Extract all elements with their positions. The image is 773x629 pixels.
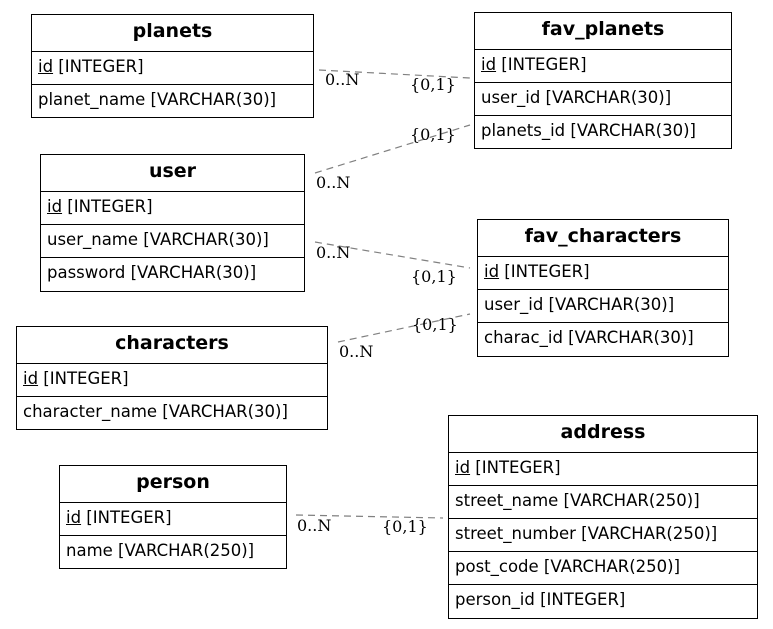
attribute-row: id [INTEGER] xyxy=(32,52,313,85)
attribute-type: [INTEGER] xyxy=(38,369,129,388)
entity-fav-characters[interactable]: fav_characters id [INTEGER] user_id [VAR… xyxy=(477,219,729,357)
attribute-row: name [VARCHAR(250)] xyxy=(66,541,255,560)
cardinality-fav-characters-one-2: {0,1} xyxy=(412,315,458,334)
cardinality-user-characters-many: 0..N xyxy=(316,243,350,262)
primary-key: id xyxy=(481,55,497,74)
primary-key: id xyxy=(66,508,82,527)
entity-planets[interactable]: planets id [INTEGER] planet_name [VARCHA… xyxy=(31,14,314,118)
entity-title: characters xyxy=(17,327,327,364)
cardinality-address-one: {0,1} xyxy=(382,517,428,536)
attribute-type: [INTEGER] xyxy=(53,57,144,76)
entity-title: person xyxy=(60,466,286,503)
edge-person-address: 0..N {0,1} xyxy=(295,514,444,536)
attribute-row: id [INTEGER] xyxy=(41,192,304,225)
attribute-row: user_id [VARCHAR(30)] xyxy=(478,290,728,323)
edge-user-fav-characters: 0..N {0,1} xyxy=(314,241,471,286)
attribute-row: user_id [VARCHAR(30)] xyxy=(475,83,731,116)
entity-title: address xyxy=(449,416,757,453)
attribute-row: id [INTEGER] xyxy=(478,257,728,290)
cardinality-planets-many: 0..N xyxy=(325,70,359,89)
attribute-row: post_code [VARCHAR(250)] xyxy=(449,552,757,585)
attribute-row: id [INTEGER] xyxy=(475,50,731,83)
cardinality-person-many: 0..N xyxy=(297,516,331,535)
attribute-row: planets_id [VARCHAR(30)] xyxy=(481,121,696,140)
entity-user[interactable]: user id [INTEGER] user_name [VARCHAR(30)… xyxy=(40,154,305,292)
attribute-row: user_name [VARCHAR(30)] xyxy=(41,225,304,258)
attribute-type: [INTEGER] xyxy=(81,508,172,527)
entity-characters[interactable]: characters id [INTEGER] character_name [… xyxy=(16,326,328,430)
primary-key: id xyxy=(23,369,39,388)
entity-person[interactable]: person id [INTEGER] name [VARCHAR(250)] xyxy=(59,465,287,569)
entity-address[interactable]: address id [INTEGER] street_name [VARCHA… xyxy=(448,415,758,619)
entity-title: fav_characters xyxy=(478,220,728,257)
attribute-row: street_number [VARCHAR(250)] xyxy=(449,519,757,552)
cardinality-fav-planets-one: {0,1} xyxy=(410,75,456,94)
cardinality-user-planets-many: 0..N xyxy=(316,173,350,192)
entity-fav-planets[interactable]: fav_planets id [INTEGER] user_id [VARCHA… xyxy=(474,12,732,149)
attribute-row: planet_name [VARCHAR(30)] xyxy=(38,90,277,109)
entity-title: fav_planets xyxy=(475,13,731,50)
edge-characters-fav-characters: 0..N {0,1} xyxy=(337,313,471,361)
edge-user-fav-planets: 0..N {0,1} xyxy=(314,124,471,192)
primary-key: id xyxy=(484,262,500,281)
primary-key: id xyxy=(47,197,63,216)
attribute-row: charac_id [VARCHAR(30)] xyxy=(484,328,694,347)
cardinality-fav-planets-one-2: {0,1} xyxy=(410,125,456,144)
attribute-row: person_id [INTEGER] xyxy=(455,590,626,609)
attribute-type: [INTEGER] xyxy=(499,262,590,281)
primary-key: id xyxy=(455,458,471,477)
attribute-row: id [INTEGER] xyxy=(60,503,286,536)
attribute-type: [INTEGER] xyxy=(496,55,587,74)
attribute-row: password [VARCHAR(30)] xyxy=(47,263,257,282)
cardinality-characters-many: 0..N xyxy=(339,342,373,361)
attribute-row: street_name [VARCHAR(250)] xyxy=(449,486,757,519)
primary-key: id xyxy=(38,57,54,76)
cardinality-fav-characters-one: {0,1} xyxy=(411,267,457,286)
attribute-row: id [INTEGER] xyxy=(17,364,327,397)
attribute-row: id [INTEGER] xyxy=(449,453,757,486)
attribute-type: [INTEGER] xyxy=(62,197,153,216)
attribute-row: character_name [VARCHAR(30)] xyxy=(23,402,288,421)
attribute-type: [INTEGER] xyxy=(470,458,561,477)
entity-title: user xyxy=(41,155,304,192)
entity-title: planets xyxy=(32,15,313,52)
edge-planets-fav-planets: 0..N {0,1} xyxy=(318,69,471,94)
